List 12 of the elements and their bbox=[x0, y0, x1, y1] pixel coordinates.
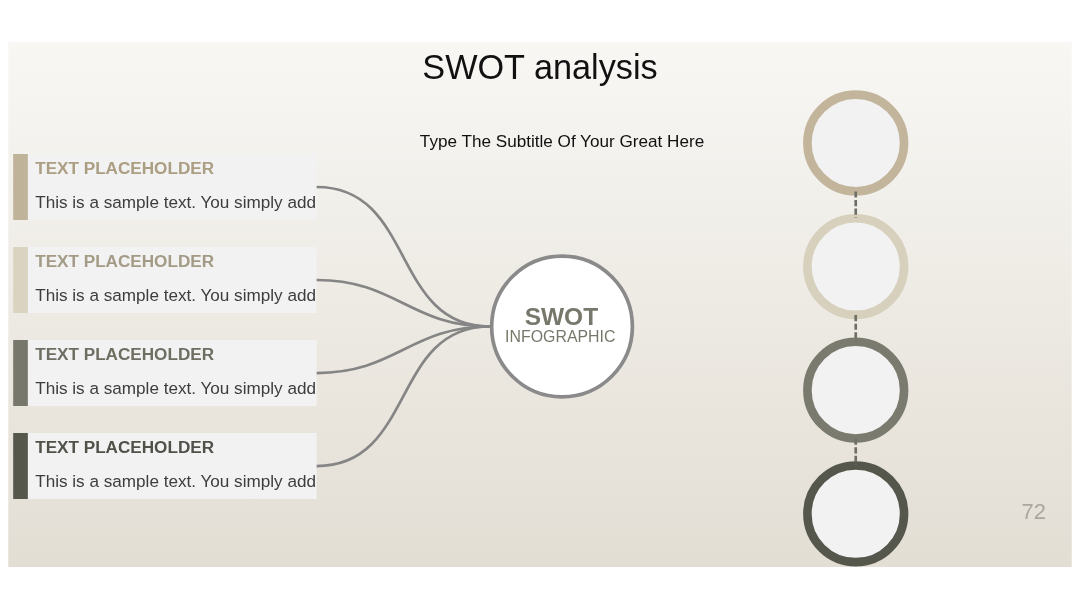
diagram-title: SWOT analysis bbox=[422, 47, 658, 86]
connector bbox=[854, 191, 858, 218]
node-circle bbox=[803, 337, 909, 443]
connector bbox=[854, 438, 858, 465]
connector bbox=[316, 324, 490, 467]
label: Type The Subtitle Of Your Great Here bbox=[419, 130, 705, 151]
node-circle bbox=[803, 89, 909, 196]
node-circle bbox=[803, 460, 909, 566]
label: 72 bbox=[1021, 498, 1047, 524]
node-circle bbox=[803, 213, 909, 319]
connector bbox=[854, 314, 858, 341]
node-circle: SWOT INFOGRAPHIC bbox=[489, 253, 635, 399]
